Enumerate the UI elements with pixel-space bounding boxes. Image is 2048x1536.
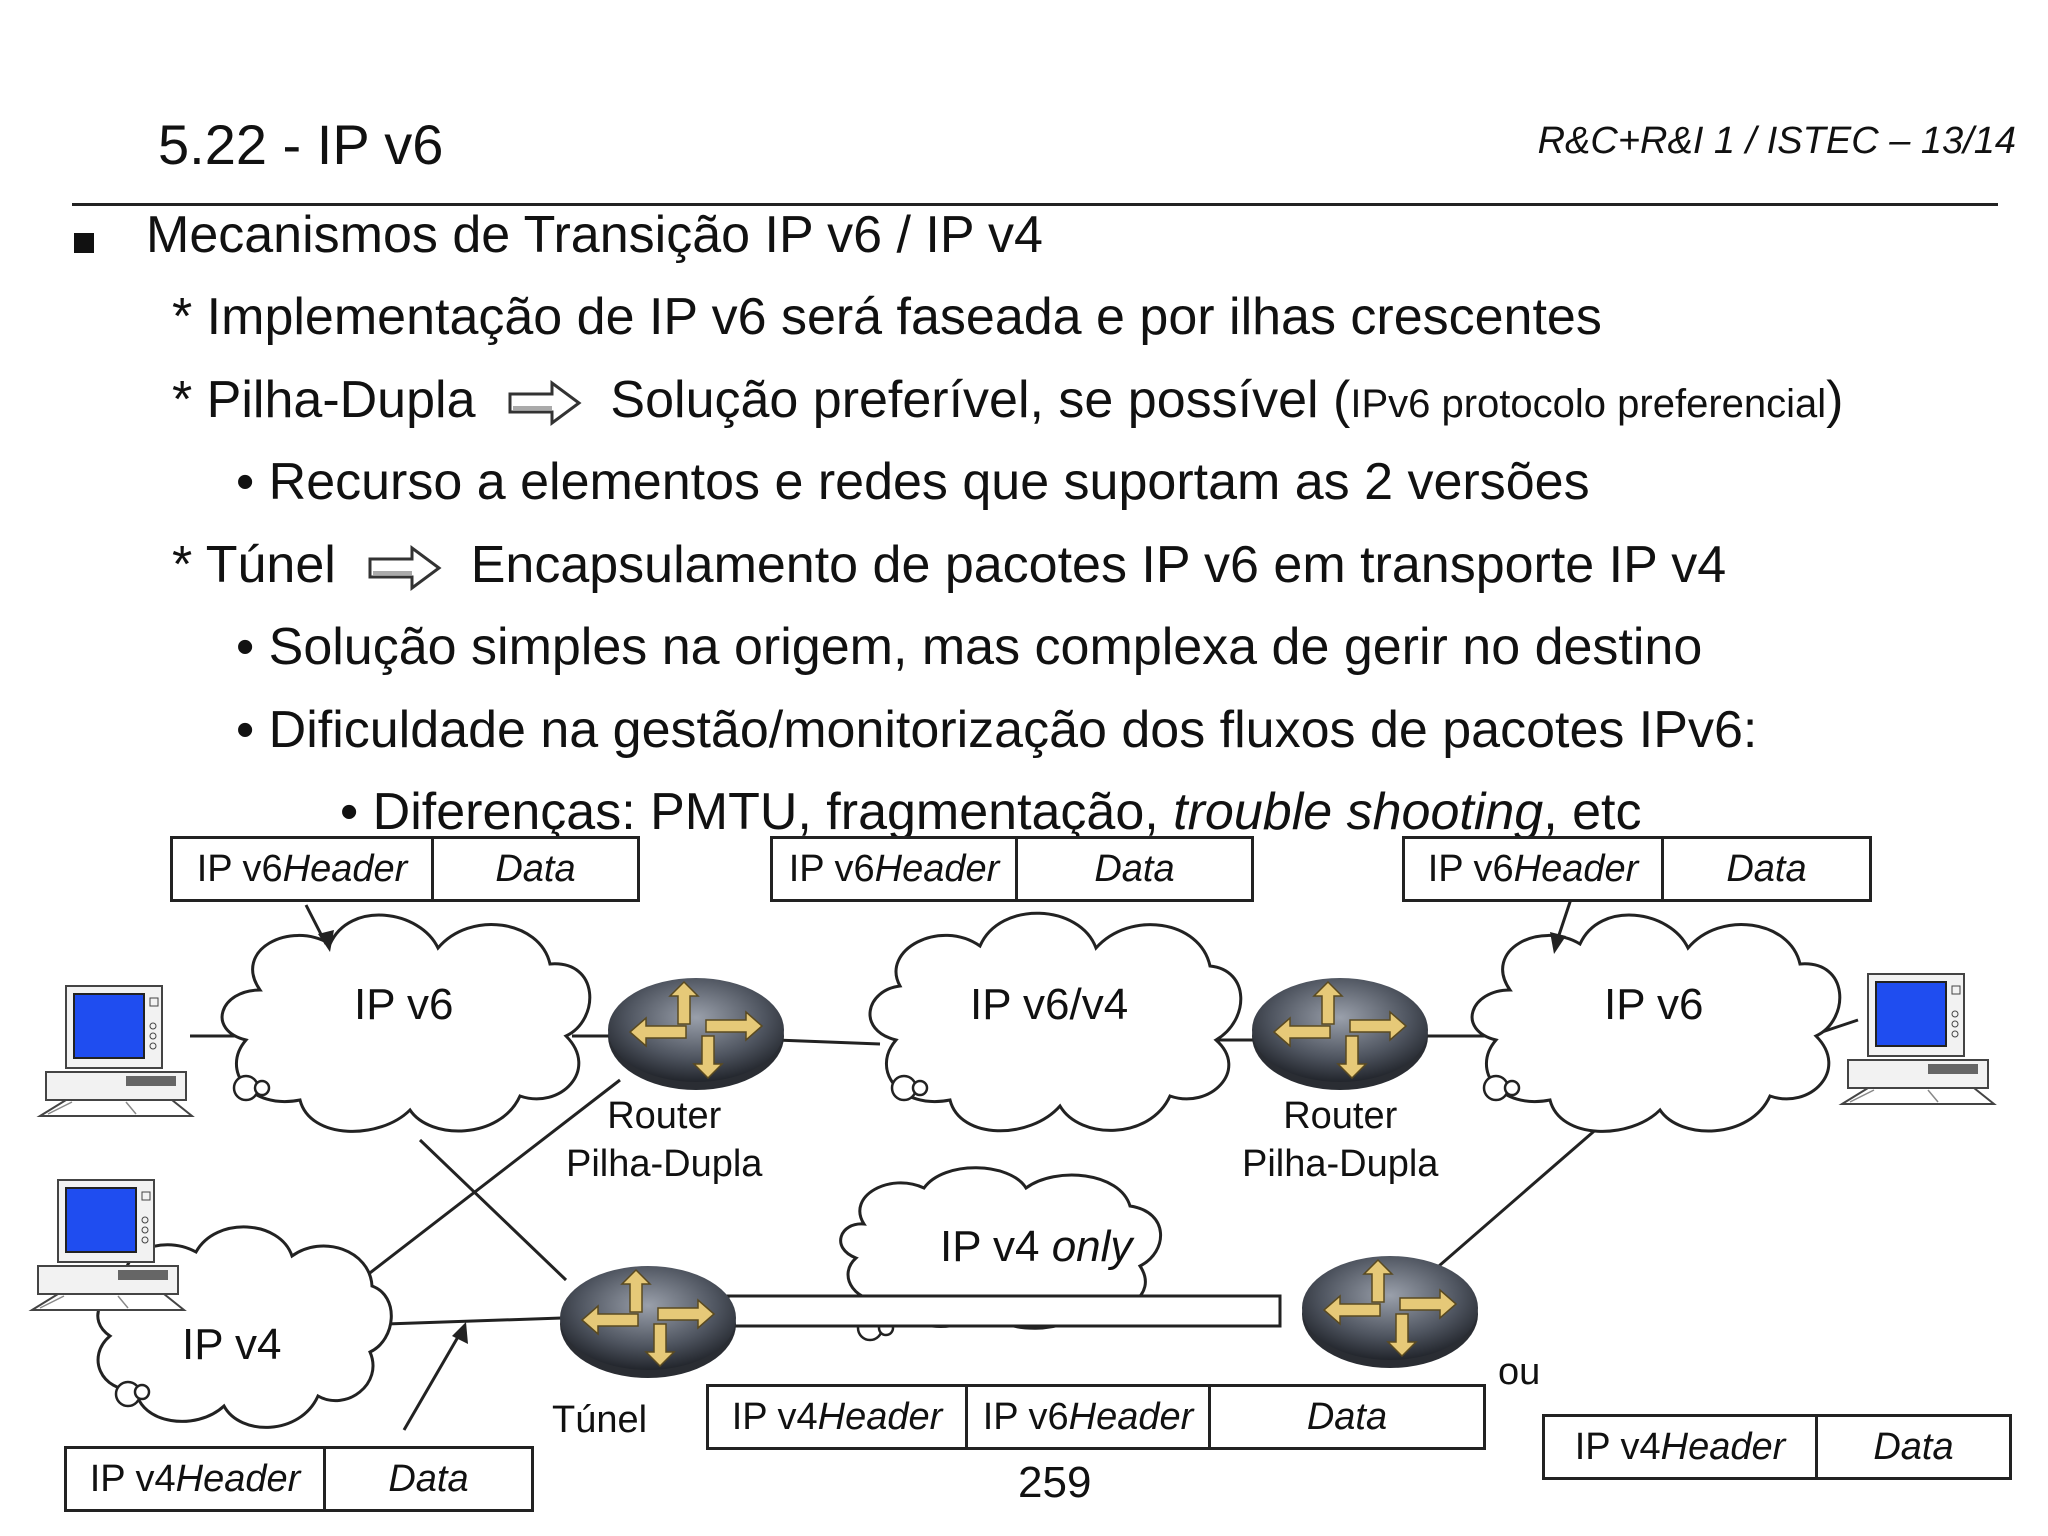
header-divider bbox=[72, 203, 1998, 206]
packet-ipv6-right: IP v6 Header Data bbox=[1402, 836, 1872, 902]
data-cell: Data bbox=[388, 1457, 469, 1500]
ipv6-header-cell: IP v6 Header bbox=[982, 1395, 1194, 1438]
implies-arrow-icon bbox=[368, 545, 442, 592]
router-dual-stack-2-icon bbox=[1251, 977, 1429, 1091]
bullet-resources: • Recurso a elementos e redes que suport… bbox=[236, 453, 1590, 511]
cloud-ipv6-right-label: IP v6 bbox=[1604, 980, 1704, 1029]
dual-stack-text: Solução preferível, se possível ( bbox=[610, 371, 1351, 429]
data-cell: Data bbox=[1094, 847, 1175, 890]
router-tunnel-end-icon bbox=[1301, 1255, 1479, 1369]
header-cell: IP v4 Header bbox=[89, 1457, 301, 1500]
computer-right-icon bbox=[1841, 973, 1995, 1105]
data-cell: Data bbox=[1873, 1425, 1954, 1468]
course-label: R&C+R&I 1 / ISTEC – 13/14 bbox=[1537, 120, 2016, 162]
cloud-ipv4-only-label: IP v4 only bbox=[940, 1222, 1133, 1271]
dual-stack-close: ) bbox=[1826, 371, 1844, 429]
header-cell: IP v6 Header bbox=[1427, 847, 1639, 890]
dual-stack-prefix: * Pilha-Dupla bbox=[172, 371, 476, 429]
bullet-difficulty: • Dificuldade na gestão/monitorização do… bbox=[236, 701, 1758, 759]
router-dual-stack-2-label: Router Pilha-Dupla bbox=[1242, 1095, 1439, 1185]
tunnel-text: Encapsulamento de pacotes IP v6 em trans… bbox=[470, 536, 1727, 594]
bullet-main: Mecanismos de Transição IP v6 / IP v4 bbox=[146, 206, 1043, 264]
header-cell: IP v4 Header bbox=[1574, 1425, 1786, 1468]
bullet-simple-solution: • Solução simples na origem, mas complex… bbox=[236, 618, 1703, 676]
router-tunnel-icon bbox=[559, 1265, 737, 1379]
bullet-dual-stack: * Pilha-Dupla Solução preferível, se pos… bbox=[172, 370, 1843, 430]
tunnel-pipe bbox=[726, 1294, 1282, 1328]
bullet-tunnel: * Túnel Encapsulamento de pacotes IP v6 … bbox=[172, 535, 1726, 595]
page-number: 259 bbox=[1018, 1458, 1092, 1507]
ipv4-header-cell: IP v4 Header bbox=[731, 1395, 943, 1438]
data-cell: Data bbox=[1726, 847, 1807, 890]
implies-arrow-icon bbox=[508, 380, 582, 427]
data-cell: Data bbox=[1306, 1395, 1388, 1438]
cloud-ipv6v4-label: IP v6/v4 bbox=[970, 980, 1129, 1029]
packet-ipv6-left: IP v6 Header Data bbox=[170, 836, 640, 902]
packet-ipv4-right: IP v4 Header Data bbox=[1542, 1414, 2012, 1480]
tunnel-prefix: * Túnel bbox=[172, 536, 336, 594]
packet-tunnel-encapsulated: IP v4 Header IP v6 Header Data bbox=[706, 1384, 1486, 1450]
computer-left-top-icon bbox=[39, 985, 193, 1117]
cloud-ipv4-label: IP v4 bbox=[182, 1320, 282, 1369]
tunnel-router-label: Túnel bbox=[552, 1399, 648, 1441]
bullet-phased: * Implementação de IP v6 será faseada e … bbox=[172, 288, 1602, 346]
router-dual-stack-1-icon bbox=[607, 977, 785, 1091]
data-cell: Data bbox=[495, 847, 576, 890]
router-dual-stack-1-label: Router Pilha-Dupla bbox=[566, 1095, 763, 1185]
packet-ipv4-left: IP v4 Header Data bbox=[64, 1446, 534, 1512]
dual-stack-note: IPv6 protocolo preferencial bbox=[1350, 382, 1827, 426]
header-cell: IP v6 Header bbox=[196, 847, 408, 890]
or-label: ou bbox=[1498, 1351, 1541, 1393]
header-cell: IP v6 Header bbox=[788, 847, 1000, 890]
bullet-differences: • Diferenças: PMTU, fragmentação, troubl… bbox=[340, 783, 1642, 841]
square-bullet-icon bbox=[74, 233, 94, 253]
slide-title: 5.22 - IP v6 bbox=[158, 113, 444, 176]
cloud-ipv6-left-label: IP v6 bbox=[354, 980, 454, 1029]
packet-ipv6-mid: IP v6 Header Data bbox=[770, 836, 1254, 902]
